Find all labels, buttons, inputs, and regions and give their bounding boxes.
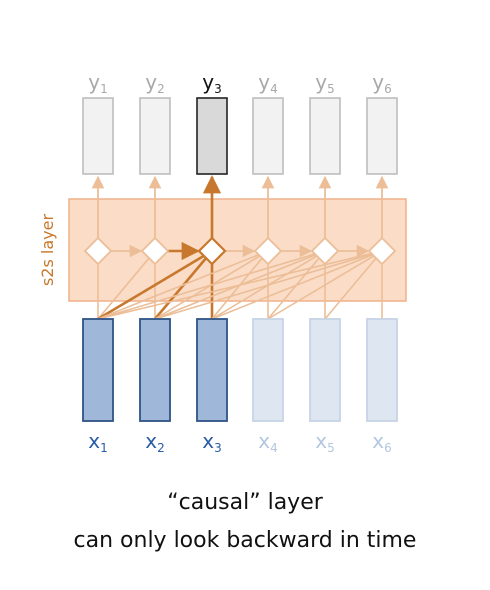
input-bar-2 xyxy=(139,318,171,422)
input-bar-4 xyxy=(252,318,284,422)
output-bar-2 xyxy=(139,97,171,175)
output-label-4: y4 xyxy=(258,70,277,96)
input-to-node-edge xyxy=(97,250,156,320)
input-to-node-edge xyxy=(211,250,383,320)
output-bar-1 xyxy=(82,97,114,175)
input-label-5: x5 xyxy=(315,429,334,455)
recurrent-node xyxy=(367,236,397,266)
input-row: x1 x2 x3 x4 x5 x6 xyxy=(82,318,398,455)
output-label-6: y6 xyxy=(372,70,391,96)
output-bar-5 xyxy=(309,97,341,175)
input-label-6: x6 xyxy=(372,429,391,455)
input-to-node-edge xyxy=(154,250,383,320)
output-label-3: y3 xyxy=(202,70,221,96)
input-label-4: x4 xyxy=(258,429,277,455)
output-label-5: y5 xyxy=(315,70,334,96)
output-row: y1 y2 y3 y4 y5 y6 xyxy=(82,70,398,175)
input-to-node-edge xyxy=(324,250,383,320)
recurrent-node xyxy=(310,236,340,266)
caption-line-2: can only look backward in time xyxy=(73,528,417,553)
input-to-node-edge xyxy=(267,250,383,320)
output-label-1: y1 xyxy=(88,70,107,96)
output-bar-6 xyxy=(366,97,398,175)
input-bar-1 xyxy=(82,318,114,422)
input-to-node-edge xyxy=(97,250,383,320)
output-bar-4 xyxy=(252,97,284,175)
input-bar-5 xyxy=(309,318,341,422)
input-label-1: x1 xyxy=(88,429,107,455)
recurrent-node xyxy=(83,236,113,266)
input-bar-3 xyxy=(196,318,228,422)
connection-edges xyxy=(91,175,389,321)
recurrent-node xyxy=(140,236,170,266)
caption-line-1: “causal” layer xyxy=(167,490,323,515)
input-to-node-edge xyxy=(97,250,269,320)
input-label-2: x2 xyxy=(145,429,164,455)
input-bar-6 xyxy=(366,318,398,422)
output-bar-3 xyxy=(196,97,228,175)
s2s-layer-label: s2s layer xyxy=(38,214,57,287)
input-to-node-edge xyxy=(97,250,326,320)
input-label-3: x3 xyxy=(202,429,221,455)
recurrent-node xyxy=(253,236,283,266)
recurrent-nodes xyxy=(83,236,397,266)
recurrent-node xyxy=(197,236,227,266)
s2s-layer-band xyxy=(68,198,407,302)
output-label-2: y2 xyxy=(145,70,164,96)
input-to-node-edge xyxy=(97,249,213,321)
